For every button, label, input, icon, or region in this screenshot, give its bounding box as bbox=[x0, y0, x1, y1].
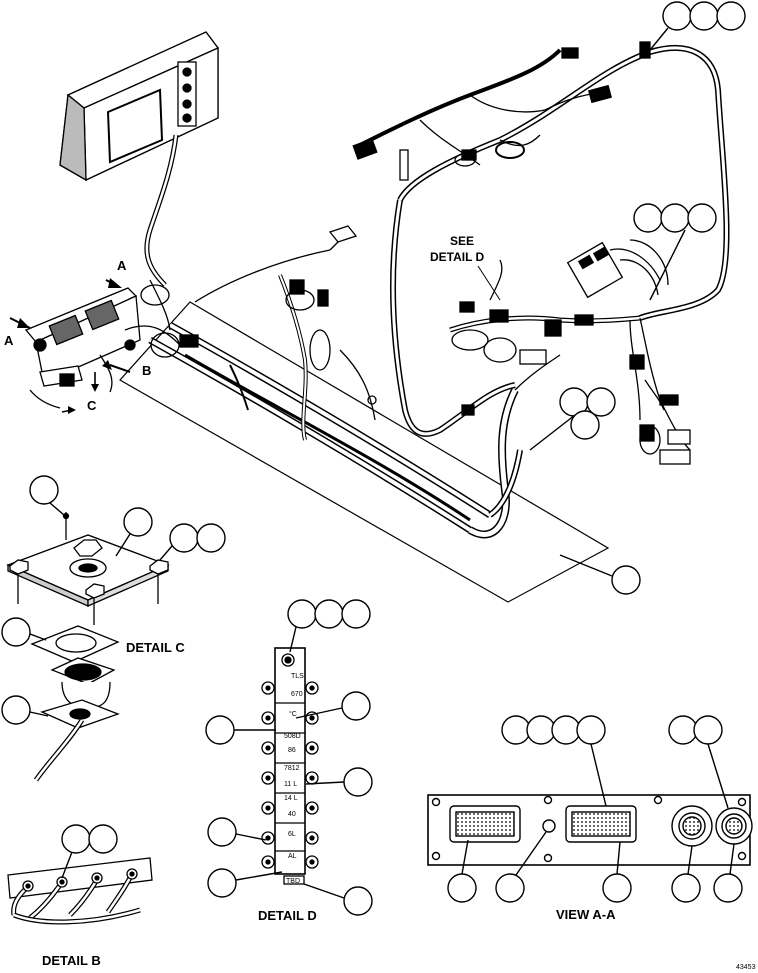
strip-mark-5: 86 bbox=[288, 747, 296, 754]
see-detail-d-leader bbox=[477, 265, 501, 301]
section-a-left-label: A bbox=[4, 333, 14, 348]
left-control-panel bbox=[24, 287, 141, 383]
callout-balloon bbox=[689, 1, 719, 31]
callout-balloon bbox=[287, 599, 317, 629]
callout-balloon bbox=[341, 691, 371, 721]
main-assembly bbox=[9, 31, 730, 603]
section-c-label: C bbox=[87, 398, 97, 413]
figure-number: 43453 bbox=[736, 964, 756, 971]
callout-balloon bbox=[61, 824, 91, 854]
callout-balloon bbox=[88, 824, 118, 854]
callout-balloon bbox=[501, 715, 531, 745]
see-detail-d-line2: DETAIL D bbox=[430, 250, 485, 264]
callout-balloon bbox=[341, 599, 371, 629]
strip-mark-8: 14 L bbox=[284, 795, 298, 802]
callout-balloon bbox=[713, 873, 743, 903]
callout-balloon bbox=[1, 617, 31, 647]
callout-balloon bbox=[611, 565, 641, 595]
view-aa-panel bbox=[427, 794, 753, 866]
callout-balloon bbox=[662, 1, 692, 31]
strip-mark-11: AL bbox=[288, 853, 297, 860]
callout-balloon bbox=[602, 873, 632, 903]
callout-balloon bbox=[687, 203, 717, 233]
strip-mark-12: TBD bbox=[286, 878, 300, 885]
detail-b-label: DETAIL B bbox=[42, 953, 101, 968]
callout-balloon bbox=[343, 767, 373, 797]
strip-mark-9: 40 bbox=[288, 811, 296, 818]
detail-d-terminal-strip bbox=[261, 647, 319, 885]
terminal-strip-marks: TLS 670 °C 508D 86 7812 11 L 14 L 40 6L … bbox=[284, 673, 304, 885]
callout-balloon bbox=[671, 873, 701, 903]
callout-balloon bbox=[693, 715, 723, 745]
detail-c-drawing bbox=[6, 512, 170, 782]
view-aa-label: VIEW A-A bbox=[556, 907, 616, 922]
terminal-screws bbox=[261, 681, 319, 869]
callout-balloon bbox=[526, 715, 556, 745]
detail-b-drawing bbox=[7, 857, 153, 925]
callout-balloon bbox=[207, 817, 237, 847]
callout-balloon bbox=[196, 523, 226, 553]
callout-balloon bbox=[586, 387, 616, 417]
strip-mark-3: °C bbox=[289, 710, 297, 718]
see-detail-d-line1: SEE bbox=[450, 234, 474, 248]
callout-balloon bbox=[570, 410, 600, 440]
section-b-label: B bbox=[142, 363, 151, 378]
callout-balloon bbox=[576, 715, 606, 745]
strip-mark-2: 670 bbox=[291, 691, 303, 698]
callout-balloon bbox=[716, 1, 746, 31]
callout-balloon bbox=[205, 715, 235, 745]
callout-balloon bbox=[551, 715, 581, 745]
callout-balloon bbox=[495, 873, 525, 903]
callout-balloon bbox=[169, 523, 199, 553]
detail-c-label: DETAIL C bbox=[126, 640, 185, 655]
strip-mark-4: 508D bbox=[284, 733, 301, 740]
callout-balloon bbox=[660, 203, 690, 233]
callout-balloon bbox=[447, 873, 477, 903]
callout-balloon bbox=[123, 507, 153, 537]
callout-balloon bbox=[314, 599, 344, 629]
callouts bbox=[1, 1, 746, 916]
display-console bbox=[59, 31, 220, 182]
callout-balloon bbox=[343, 886, 373, 916]
callout-balloon bbox=[29, 475, 59, 505]
strip-mark-10: 6L bbox=[288, 831, 296, 838]
strip-mark-7: 11 L bbox=[284, 781, 297, 788]
callout-balloon bbox=[633, 203, 663, 233]
callout-balloon bbox=[668, 715, 698, 745]
detail-d-label: DETAIL D bbox=[258, 908, 317, 923]
callout-balloon bbox=[1, 695, 31, 725]
section-a-top-label: A bbox=[117, 258, 127, 273]
callout-balloon bbox=[207, 868, 237, 898]
strip-mark-1: TLS bbox=[291, 673, 304, 680]
strip-mark-6: 7812 bbox=[284, 765, 300, 772]
